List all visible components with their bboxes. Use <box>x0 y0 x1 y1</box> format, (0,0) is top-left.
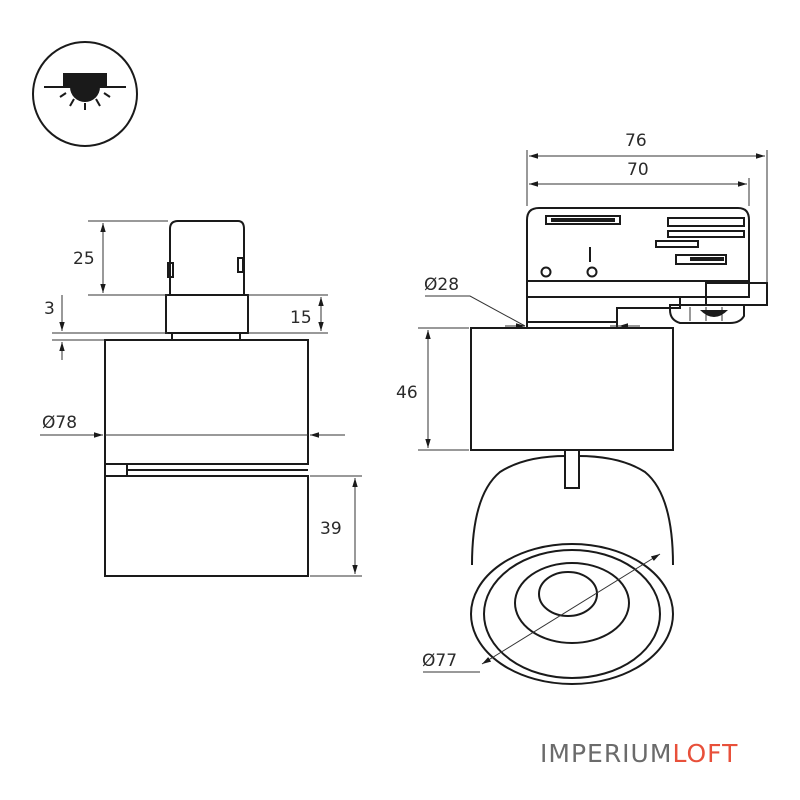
dim-front-body-height: 46 <box>396 383 418 403</box>
dim-side-head-height: 39 <box>320 519 342 539</box>
dim-front-neck-diameter: Ø28 <box>424 275 459 295</box>
dim-side-top-height: 25 <box>73 249 95 269</box>
brand-logo-part1: IMPERIUM <box>540 739 672 768</box>
dim-side-diameter: Ø78 <box>42 413 77 433</box>
ceiling-mount-light-icon <box>32 41 138 147</box>
front-view: 76 70 Ø28 46 Ø77 <box>396 131 768 685</box>
brand-logo: IMPERIUMLOFT <box>540 739 738 768</box>
dim-side-gap: 3 <box>44 299 55 319</box>
dim-front-total-width: 76 <box>625 131 647 151</box>
brand-logo-part2: LOFT <box>672 739 738 768</box>
side-view: 25 3 15 Ø78 39 <box>40 220 362 577</box>
dim-side-adapter-height: 15 <box>290 308 312 328</box>
dim-front-adapter-width: 70 <box>627 160 649 180</box>
dim-front-lens-diameter: Ø77 <box>422 651 457 671</box>
